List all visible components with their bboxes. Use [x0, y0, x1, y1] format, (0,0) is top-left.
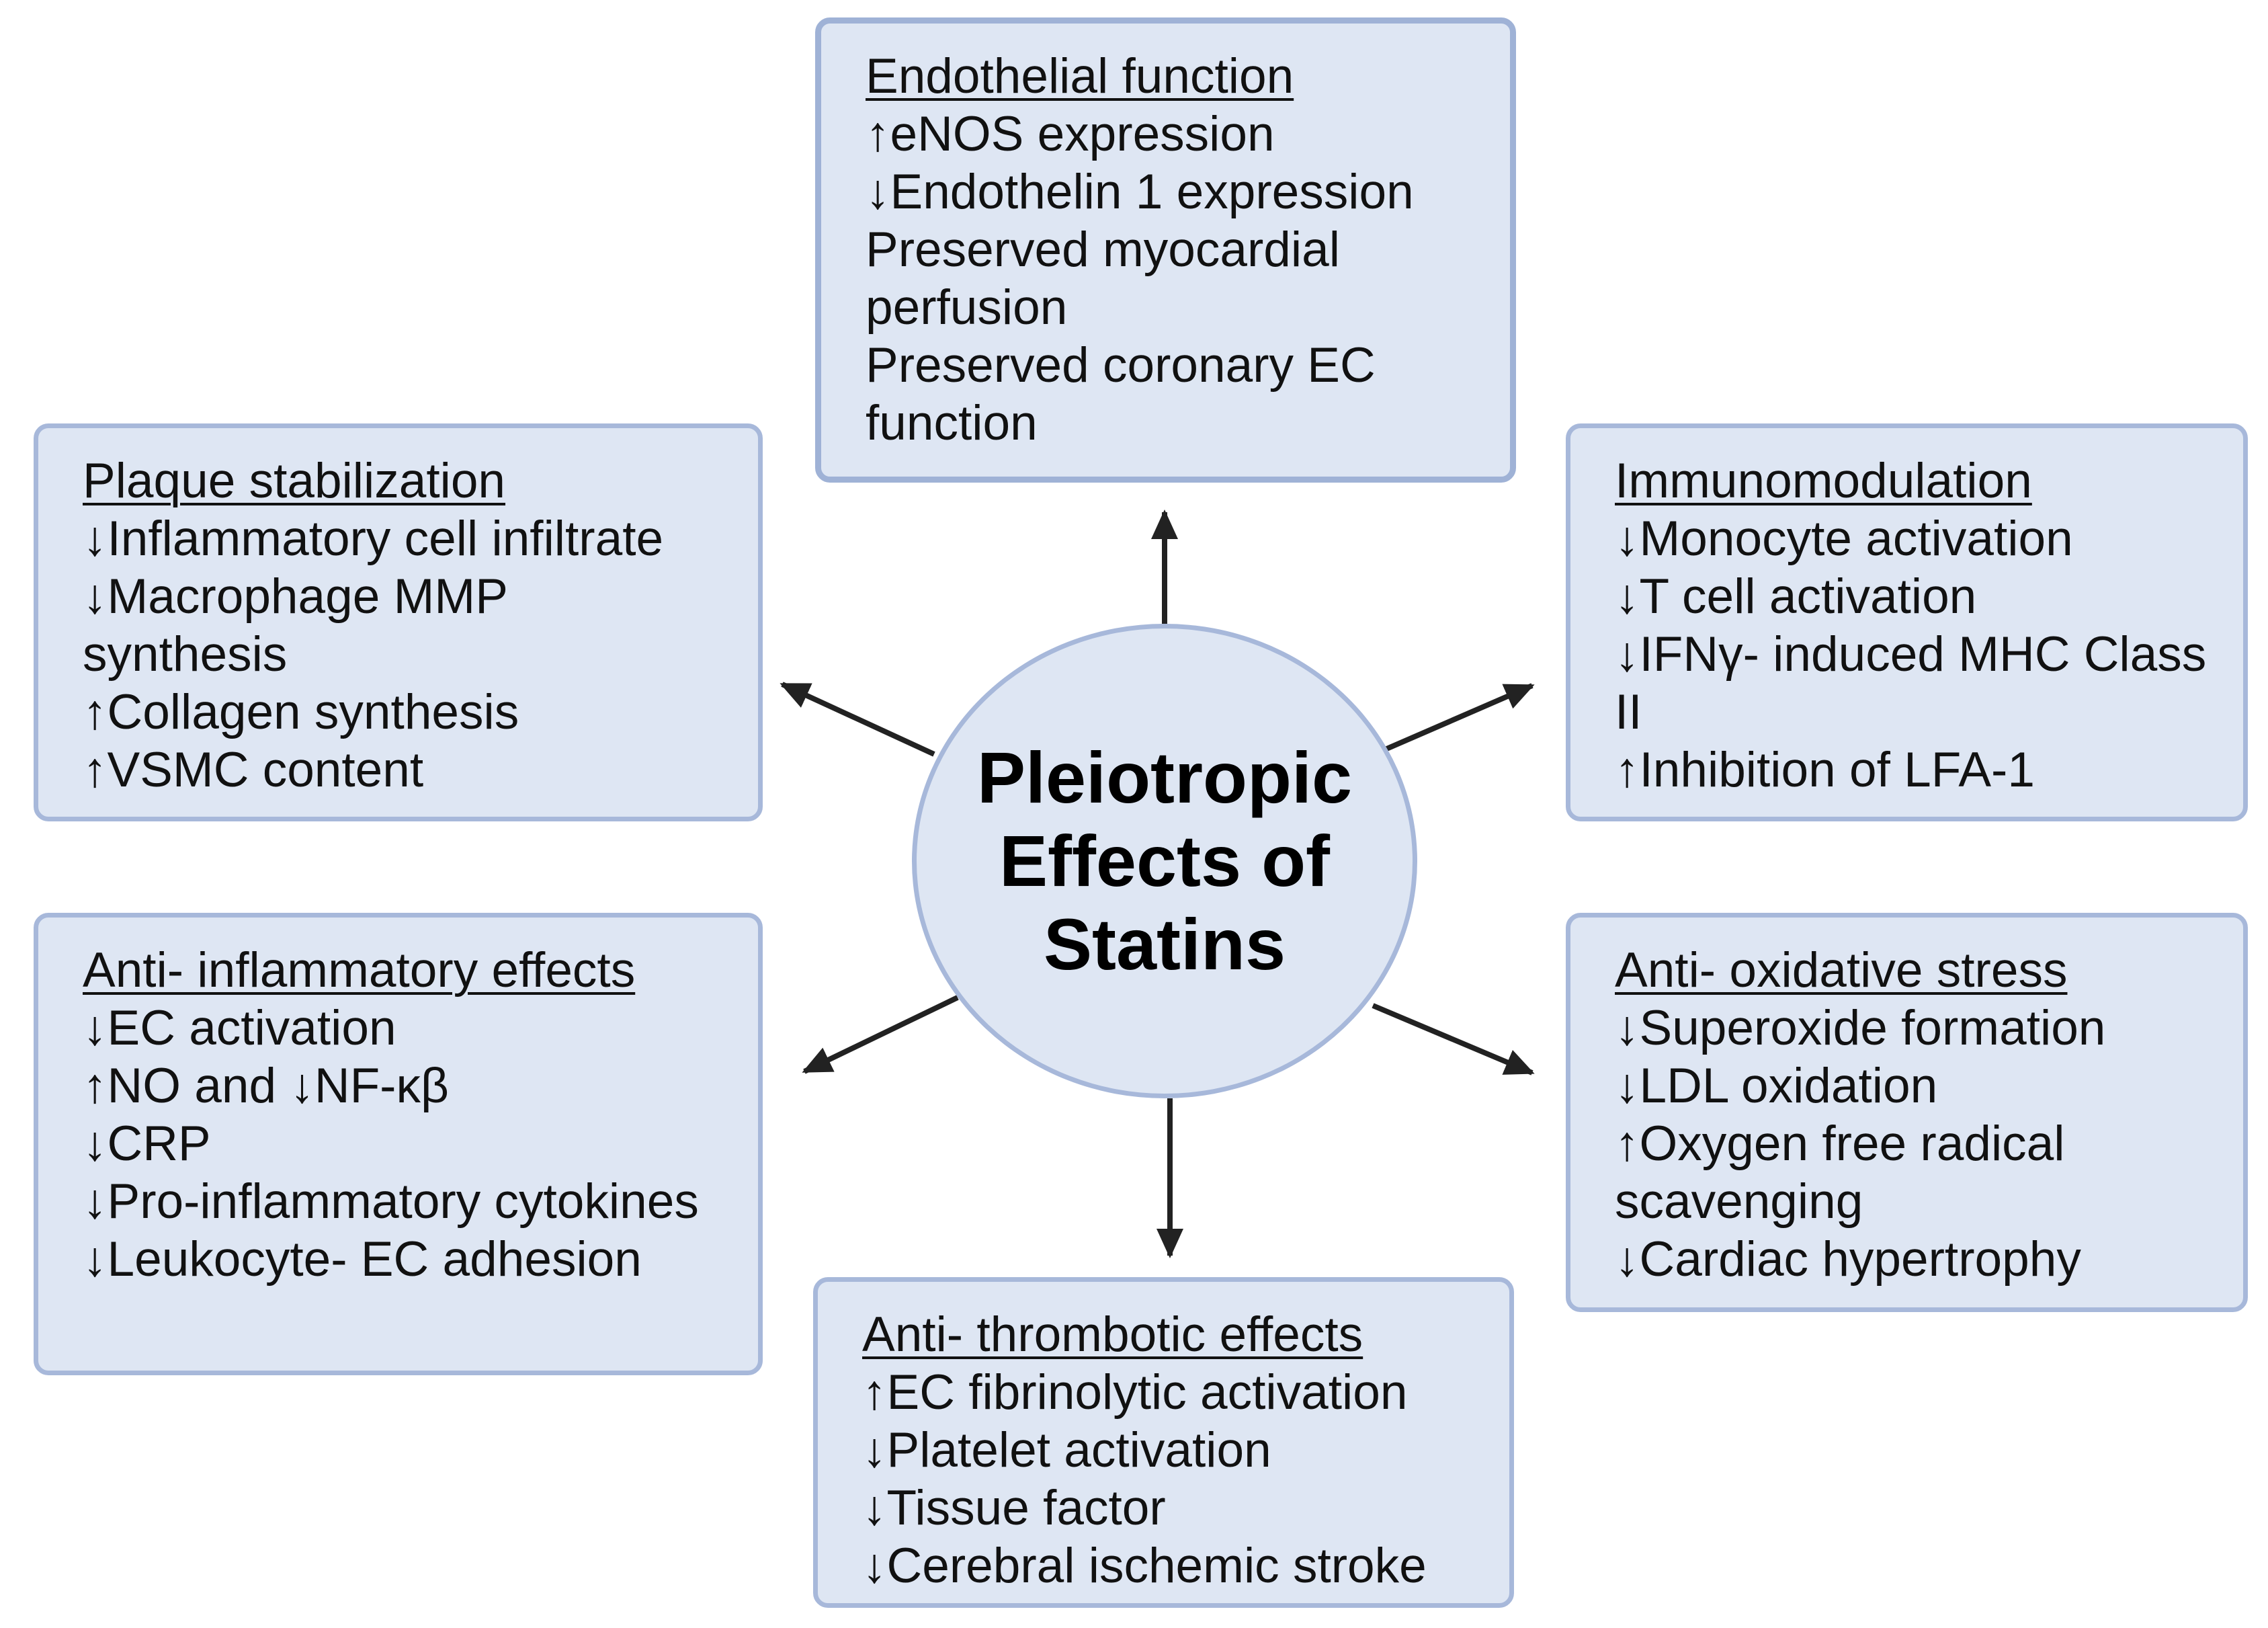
anti-inflammatory-list: ↓EC activation ↑NO and ↓NF-κβ ↓CRP ↓Pro-… [83, 1000, 724, 1289]
list-item: Preserved myocardial perfusion [866, 222, 1340, 335]
immunomodulation-list: ↓Monocyte activation ↓T cell activation … [1615, 510, 2210, 799]
center-title-line-2: Effects of [999, 820, 1331, 901]
list-item: ↓T cell activation [1615, 569, 1977, 624]
center-circle: Pleiotropic Effects of Statins [912, 624, 1417, 1098]
plaque-stabilization-box: Plaque stabilization ↓Inflammatory cell … [34, 423, 763, 821]
arrow-to-plaque [780, 682, 935, 757]
anti-inflammatory-title: Anti- inflammatory effects [83, 943, 636, 998]
list-item: ↓Superoxide formation [1615, 1001, 2106, 1055]
center-title-line-1: Pleiotropic [976, 737, 1353, 818]
list-item: ↓LDL oxidation [1615, 1059, 1938, 1113]
plaque-stabilization-list: ↓Inflammatory cell infiltrate ↓Macrophag… [83, 510, 724, 799]
endothelial-function-title: Endothelial function [866, 49, 1294, 104]
center-title-line-3: Statins [1043, 903, 1286, 985]
endothelial-function-box: Endothelial function ↑eNOS expression ↓E… [815, 17, 1516, 483]
anti-thrombotic-box: Anti- thrombotic effects ↑EC fibrinolyti… [813, 1277, 1514, 1608]
list-item: ↓Leukocyte- EC adhesion [83, 1232, 642, 1287]
list-item: ↓Macrophage MMP synthesis [83, 569, 507, 682]
list-item: ↓IFNγ- induced MHC Class II [1615, 627, 2207, 739]
anti-oxidative-list: ↓Superoxide formation ↓LDL oxidation ↑Ox… [1615, 1000, 2210, 1289]
immunomodulation-box: Immunomodulation ↓Monocyte activation ↓T… [1566, 423, 2248, 821]
endothelial-function-list: ↑eNOS expression ↓Endothelin 1 expressio… [866, 106, 1476, 452]
list-item: ↓EC activation [83, 1001, 396, 1055]
list-item: ↓Pro-inflammatory cytokines [83, 1174, 699, 1229]
list-item: ↑Collagen synthesis [83, 685, 519, 739]
list-item: ↓Inflammatory cell infiltrate [83, 512, 664, 566]
list-item: ↓Monocyte activation [1615, 512, 2073, 566]
list-item: ↑EC fibrinolytic activation [862, 1365, 1408, 1420]
anti-thrombotic-title: Anti- thrombotic effects [862, 1307, 1363, 1362]
center-title: Pleiotropic Effects of Statins [956, 736, 1373, 986]
list-item: ↑VSMC content [83, 743, 424, 797]
plaque-stabilization-title: Plaque stabilization [83, 454, 506, 508]
arrow-to-anti-inflammatory [802, 995, 959, 1074]
anti-inflammatory-box: Anti- inflammatory effects ↓EC activatio… [34, 913, 763, 1375]
arrow-to-anti-oxidative [1372, 1003, 1535, 1075]
list-item: ↓Cardiac hypertrophy [1615, 1232, 2081, 1287]
list-item: ↓Tissue factor [862, 1481, 1166, 1535]
list-item: ↓Endothelin 1 expression [866, 165, 1414, 219]
list-item: ↓CRP [83, 1116, 211, 1171]
list-item: ↓Cerebral ischemic stroke [862, 1539, 1427, 1593]
anti-oxidative-title: Anti- oxidative stress [1615, 943, 2068, 998]
list-item: ↓Platelet activation [862, 1423, 1271, 1477]
anti-thrombotic-list: ↑EC fibrinolytic activation ↓Platelet ac… [862, 1364, 1476, 1595]
arrow-to-immuno [1373, 683, 1535, 757]
anti-oxidative-box: Anti- oxidative stress ↓Superoxide forma… [1566, 913, 2248, 1312]
list-item: ↑eNOS expression [866, 107, 1275, 161]
immunomodulation-title: Immunomodulation [1615, 454, 2032, 508]
list-item: Preserved coronary EC function [866, 338, 1376, 450]
list-item: ↑Inhibition of LFA-1 [1615, 743, 2035, 797]
list-item: ↑Oxygen free radical scavenging [1615, 1116, 2065, 1229]
list-item: ↑NO and ↓NF-κβ [83, 1059, 449, 1113]
